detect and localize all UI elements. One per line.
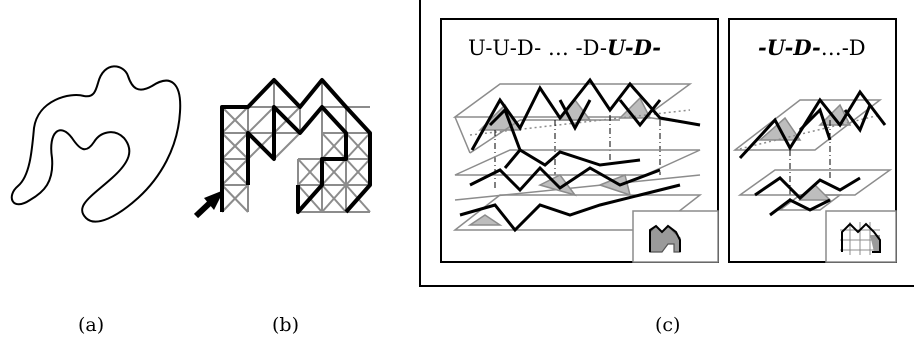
lattice-path-diagram bbox=[193, 78, 372, 219]
folding-3d-panel: U-U-D- … -D-U-D- bbox=[419, 0, 914, 287]
closed-curve bbox=[10, 65, 182, 223]
left-sequence: U-U-D- … -D-U-D- bbox=[468, 35, 661, 60]
fold-path-inner bbox=[246, 105, 348, 214]
caption-b: (b) bbox=[272, 314, 299, 336]
right-sequence: -U-D-…-D bbox=[758, 35, 866, 60]
caption-c: (c) bbox=[655, 314, 680, 336]
outer-frame bbox=[419, 0, 914, 287]
arrow-icon bbox=[193, 190, 224, 219]
right-inset bbox=[825, 210, 897, 263]
caption-a: (a) bbox=[78, 314, 104, 336]
fold-path bbox=[220, 78, 372, 214]
